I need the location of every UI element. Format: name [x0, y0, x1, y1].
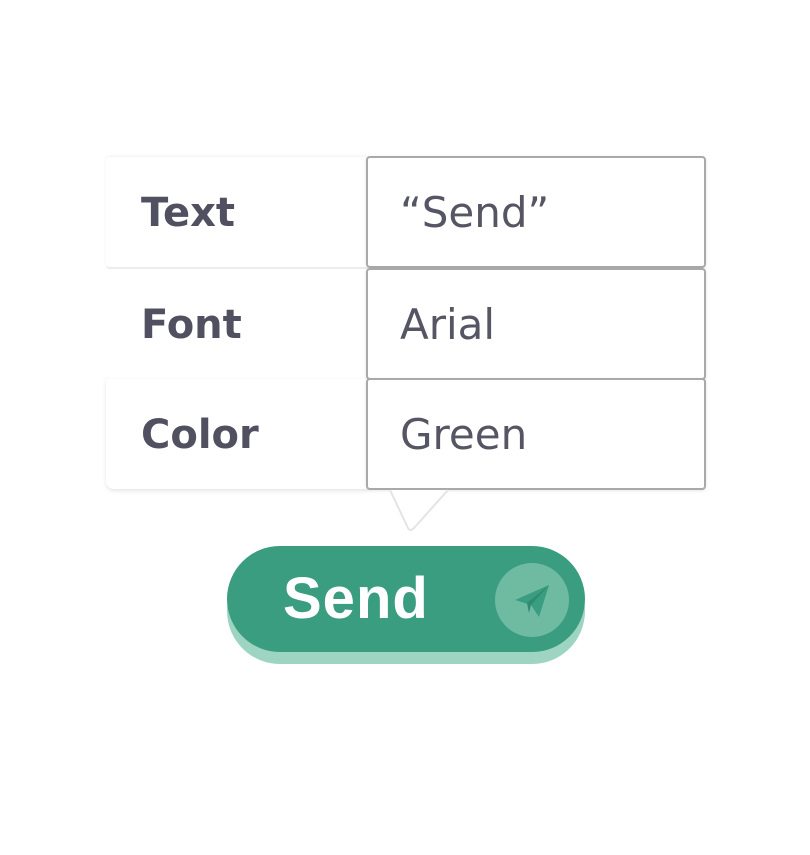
- property-row-font: Font Arial: [106, 268, 706, 381]
- property-row-color: Color Green: [106, 378, 706, 490]
- property-label-cell: Color: [106, 379, 368, 489]
- send-button-label: Send: [283, 566, 429, 631]
- send-button[interactable]: Send: [227, 546, 585, 664]
- property-value-color-field[interactable]: Green: [366, 378, 706, 490]
- property-value-font: Arial: [400, 300, 496, 349]
- property-label-font: Font: [141, 302, 242, 348]
- property-value-color: Green: [400, 410, 528, 459]
- property-value-text-field[interactable]: “Send”: [366, 156, 706, 268]
- properties-panel: Text “Send” Font Arial Color Green: [106, 156, 706, 491]
- property-label-color: Color: [141, 412, 259, 458]
- property-label-cell: Font: [106, 269, 368, 381]
- property-label-text: Text: [141, 190, 236, 236]
- paper-plane-icon: [495, 563, 569, 637]
- send-button-face[interactable]: Send: [227, 546, 585, 652]
- property-row-text: Text “Send”: [106, 156, 706, 269]
- property-label-cell: Text: [106, 157, 368, 269]
- property-value-text: “Send”: [400, 188, 550, 237]
- property-value-font-field[interactable]: Arial: [366, 268, 706, 380]
